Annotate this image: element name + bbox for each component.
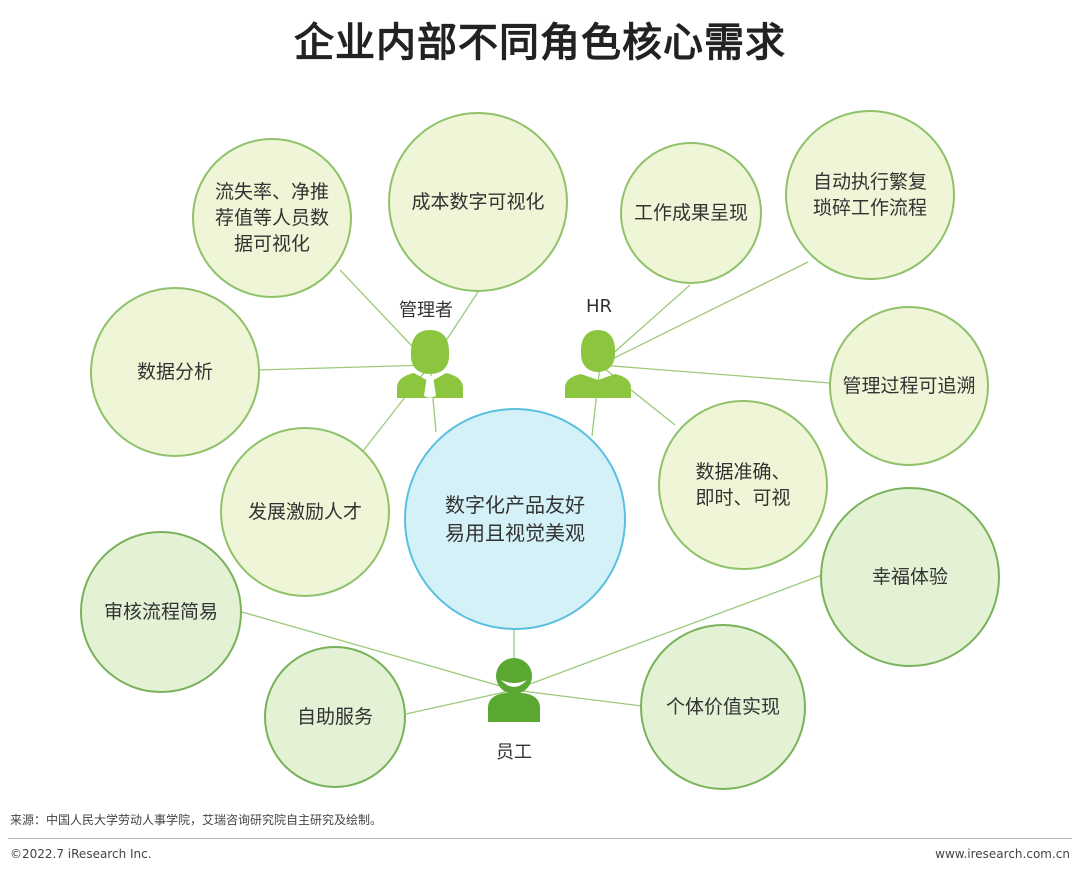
footer-divider [8, 838, 1072, 839]
center-line: 数字化产品友好 [445, 493, 585, 517]
employee-need-bubble: 自助服务 [264, 646, 406, 788]
center-line: 易用且视觉美观 [445, 521, 585, 545]
manager-need-bubble: 发展激励人才 [220, 427, 390, 597]
bubble-text: 琐碎工作流程 [812, 197, 927, 219]
role-label-hr: HR [586, 296, 613, 317]
hr-need-bubble: 数据准确、 即时、可视 [658, 400, 828, 570]
bubble-text: 据可视化 [233, 233, 310, 255]
manager-need-bubble: 数据分析 [90, 287, 260, 457]
source-note: 来源：中国人民大学劳动人事学院，艾瑞咨询研究院自主研究及绘制。 [10, 813, 383, 827]
bubble-text: 自助服务 [296, 706, 373, 728]
manager-icon [397, 330, 463, 398]
hr-need-bubble: 自动执行繁复 琐碎工作流程 [785, 110, 955, 280]
bubble-text: 个体价值实现 [665, 696, 780, 718]
website-url: www.iresearch.com.cn [935, 847, 1070, 861]
bubble-text: 数据分析 [136, 361, 213, 383]
bubble-text: 管理过程可追溯 [842, 375, 976, 397]
manager-need-bubble: 成本数字可视化 [388, 112, 568, 292]
bubble-text: 成本数字可视化 [411, 191, 545, 213]
page-title: 企业内部不同角色核心需求 [294, 20, 786, 66]
hr-need-bubble: 工作成果呈现 [620, 142, 762, 284]
bubble-text: 自动执行繁复 [812, 171, 927, 193]
role-label-employee: 员工 [496, 742, 532, 763]
bubble-text: 即时、可视 [695, 487, 791, 509]
bubble-text: 荐值等人员数 [214, 207, 329, 229]
bubble-text: 发展激励人才 [247, 501, 362, 523]
hr-need-bubble: 管理过程可追溯 [829, 306, 989, 466]
copyright: ©2022.7 iResearch Inc. [10, 847, 152, 861]
employee-need-bubble: 个体价值实现 [640, 624, 806, 790]
bubble-text: 数据准确、 [695, 461, 791, 483]
center-bubble: 数字化产品友好 易用且视觉美观 [404, 408, 626, 630]
bubble-text: 流失率、净推 [214, 181, 329, 203]
bubble-text: 幸福体验 [871, 566, 948, 588]
employee-icon [488, 658, 540, 722]
role-label-manager: 管理者 [399, 300, 453, 321]
employee-need-bubble: 幸福体验 [820, 487, 1000, 667]
bubble-text: 工作成果呈现 [633, 202, 748, 224]
hr-icon [565, 330, 631, 398]
bubble-text: 审核流程简易 [103, 601, 218, 623]
manager-need-bubble: 流失率、净推 荐值等人员数 据可视化 [192, 138, 352, 298]
employee-need-bubble: 审核流程简易 [80, 531, 242, 693]
